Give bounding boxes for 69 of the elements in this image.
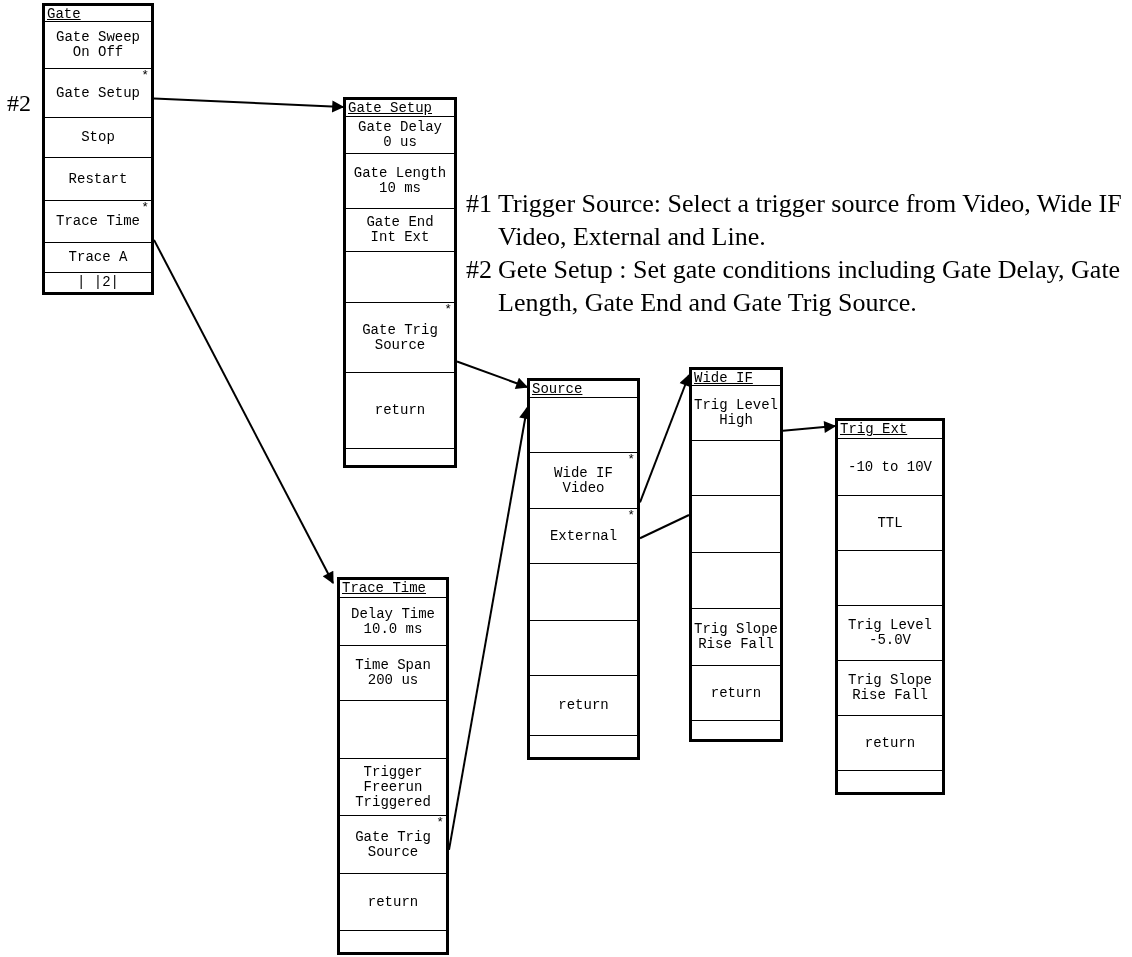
- menu-panel: [835, 418, 945, 795]
- menu-panel: [527, 378, 640, 760]
- arrow: [153, 238, 334, 585]
- asterisk-mark: *: [141, 203, 149, 213]
- key-label: On Off: [72, 45, 124, 60]
- arrow: [153, 97, 345, 113]
- key-label: Triggered: [355, 794, 431, 810]
- key-label: Stop: [81, 130, 115, 145]
- key-label: Gate Sweep: [56, 30, 140, 45]
- asterisk-mark: *: [436, 818, 444, 828]
- key-label: TTL: [877, 515, 903, 531]
- key-label: return: [558, 698, 609, 713]
- key-label: Trig Slope: [848, 673, 932, 688]
- key-label: return: [864, 735, 916, 751]
- key-label: 10.0 ms: [363, 621, 423, 637]
- key-label: 0 us: [383, 135, 417, 150]
- key-label: | |2|: [77, 275, 119, 290]
- menu-title: Gate Setup: [348, 101, 432, 116]
- callout-number: #2: [7, 90, 31, 116]
- asterisk-mark: *: [444, 305, 452, 315]
- key-label: Trig Level: [694, 398, 778, 413]
- arrow: [456, 360, 529, 389]
- note-text: Trigger Source: Select a trigger source from Video, Wide IF Video, External and Line.: [498, 188, 1123, 253]
- key-label: Gate Trig Source: [354, 829, 432, 860]
- key-label: Trig Level: [848, 618, 932, 633]
- key-label: Gate Delay: [358, 120, 442, 135]
- asterisk-mark: *: [141, 71, 149, 81]
- arrow: [782, 421, 837, 433]
- key-label: External: [549, 528, 618, 544]
- key-label: Wide IF Video: [553, 465, 614, 496]
- key-label: -10 to 10V: [848, 459, 932, 475]
- asterisk-mark: *: [627, 511, 635, 521]
- key-label: Freerun: [363, 779, 423, 795]
- asterisk-mark: *: [627, 455, 635, 465]
- menu-panel: [42, 3, 154, 295]
- key-label: return: [710, 685, 762, 701]
- note-text: Gete Setup : Set gate conditions including Gate Delay, Gate Length, Gate End and Gate Trig Source.: [498, 254, 1122, 319]
- key-label: Gate Trig Source: [361, 322, 439, 353]
- key-label: -5.0V: [869, 633, 911, 648]
- key-label: Gate Length: [353, 166, 447, 181]
- key-label: 200 us: [367, 673, 419, 688]
- key-label: Trig Slope: [694, 622, 778, 637]
- key-label: Delay Time: [351, 606, 435, 622]
- key-label: High: [719, 413, 753, 428]
- key-label: Trace Time: [56, 214, 140, 229]
- key-label: Restart: [68, 171, 128, 187]
- key-label: Time Span: [355, 658, 431, 673]
- key-label: Trace A: [68, 250, 128, 265]
- menu-title: Gate: [47, 7, 81, 22]
- menu-title: Trig Ext: [840, 422, 908, 437]
- key-label: Gate End: [366, 215, 434, 230]
- key-label: return: [374, 403, 426, 418]
- key-label: Gate Setup: [56, 85, 140, 101]
- key-label: Trigger: [363, 764, 423, 780]
- arrow: [639, 373, 691, 504]
- softkey: [45, 272, 151, 292]
- key-label: Rise Fall: [852, 688, 928, 703]
- note-number: #1: [466, 188, 493, 220]
- menu-title: Trace Time: [342, 581, 426, 596]
- menu-title: Wide IF: [694, 371, 753, 386]
- menu-panel: [337, 577, 449, 955]
- menu-title: Source: [532, 382, 583, 397]
- key-label: Rise Fall: [698, 637, 774, 652]
- key-label: 10 ms: [379, 181, 421, 196]
- menu-panel: [689, 367, 783, 742]
- key-label: return: [367, 894, 419, 910]
- note-number: #2: [466, 254, 493, 286]
- key-label: Int Ext: [370, 230, 430, 245]
- menu-panel: [343, 97, 457, 468]
